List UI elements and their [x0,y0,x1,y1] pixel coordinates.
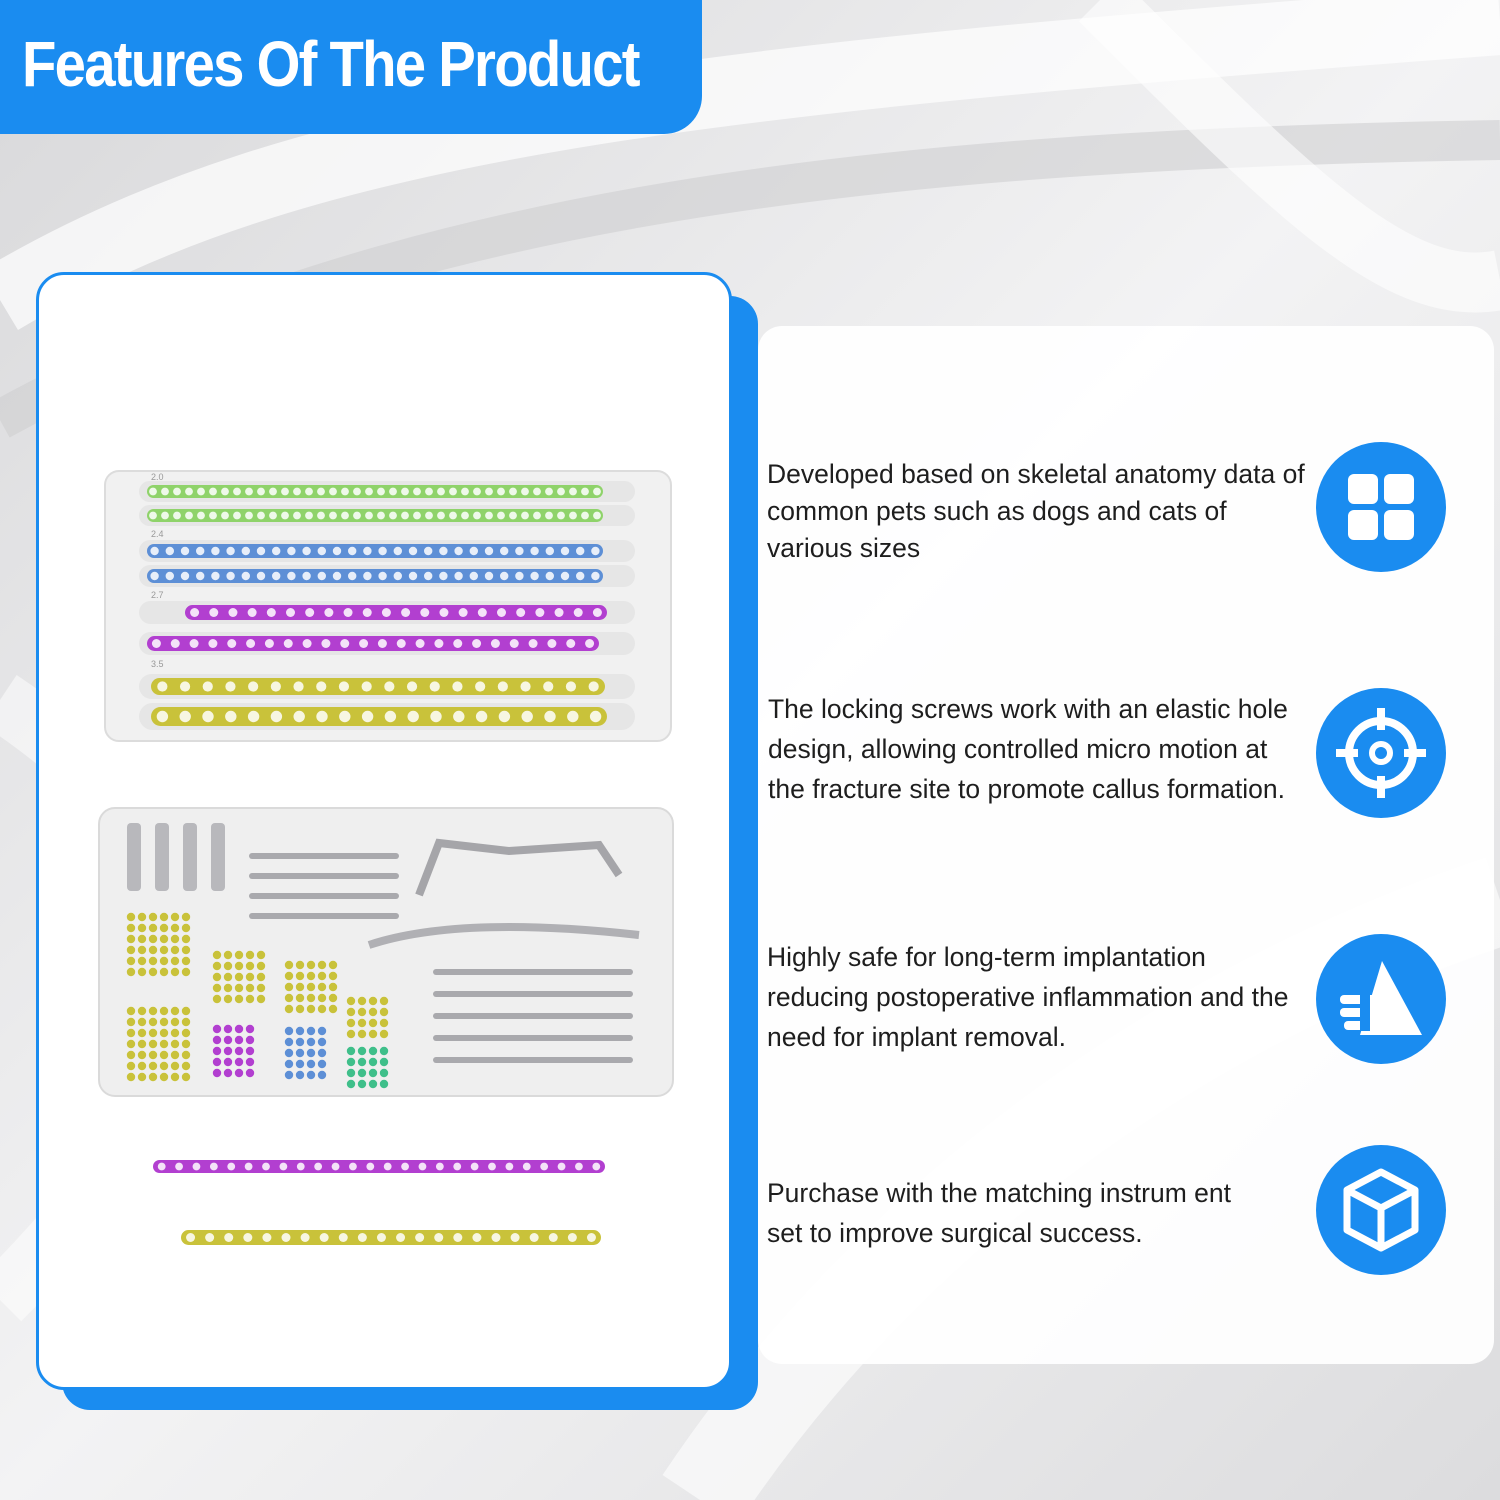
loose-plate-gold [181,1230,601,1245]
target-icon [1316,688,1446,818]
screw-block-3 [212,950,266,1004]
screw-block-4 [284,960,338,1014]
screw-block-7 [346,996,389,1039]
product-image: 2.0 2.4 2.7 3.5 [98,470,674,1245]
drill-bit-long [433,991,633,997]
drill-bit [211,823,225,891]
drill-bit-long [433,1035,633,1041]
instrument-rod [249,913,399,919]
screw-block-8 [346,1046,389,1089]
drill-bit [127,823,141,891]
screw-block-6 [284,1026,327,1080]
tray-plate-6 [147,636,599,651]
feature-text-2: The locking screws work with an elastic … [768,694,1288,804]
instrument-rod [249,893,399,899]
loose-plate-purple [153,1160,605,1173]
plate-size-label-4: 3.5 [151,659,164,669]
screw-block-5 [212,1024,255,1078]
retractor [415,838,623,897]
feature-text-1: Developed based on skeletal anatomy data… [767,459,1305,563]
plate-size-label-1: 2.0 [151,472,164,482]
screw-block-2 [126,1006,191,1082]
plate-size-label-3: 2.7 [151,590,164,600]
tray-plate-5 [185,605,607,620]
product-image-card: 2.0 2.4 2.7 3.5 [36,272,732,1390]
tray-plate-4 [147,569,603,583]
plate-size-label-2: 2.4 [151,529,164,539]
grid-icon [1316,442,1446,572]
instrument-rod [249,853,399,859]
hand-triangle-icon [1316,934,1446,1064]
drill-bit-long [433,1057,633,1063]
instrument-rod [249,873,399,879]
tray-plate-3 [147,544,603,558]
forceps [367,923,640,949]
drill-bit [183,823,197,891]
tray-plate-1 [147,485,603,498]
feature-text-4: Purchase with the matching instrum ent s… [767,1178,1231,1248]
cube-icon [1316,1145,1446,1275]
drill-bit-long [433,969,633,975]
header-banner: Features Of The Product [0,0,702,134]
tray-plate-8 [151,707,607,726]
page-title: Features Of The Product [22,28,640,100]
tray-plate-2 [147,509,603,522]
drill-bit [155,823,169,891]
drill-bit-long [433,1013,633,1019]
screw-block-1 [126,912,191,977]
tray-plate-7 [151,678,605,695]
feature-text-3: Highly safe for long-term implantation r… [767,942,1289,1052]
